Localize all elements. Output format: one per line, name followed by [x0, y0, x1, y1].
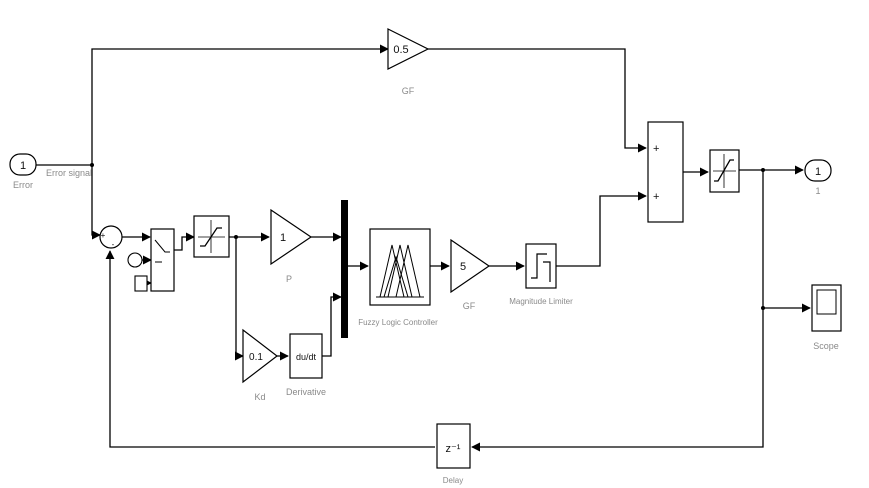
gain-d-label: Kd [254, 392, 265, 402]
wire-top-branch [91, 44, 389, 165]
junction-sat [234, 235, 238, 239]
sum-right-sign-1: + [653, 143, 659, 155]
sum-right-block[interactable]: + + [647, 121, 684, 223]
derivative-label: Derivative [286, 387, 326, 397]
helper-block-b[interactable] [134, 275, 148, 292]
input-port-label: Error [13, 180, 33, 190]
fuzzy-label: Fuzzy Logic Controller [358, 318, 438, 327]
saturation-left-block[interactable] [193, 215, 230, 258]
junction-input [90, 163, 94, 167]
saturation-right-block[interactable] [709, 149, 740, 193]
derivative-value: du/dt [296, 352, 317, 362]
gain-top-block[interactable]: 0.5 GF [387, 28, 430, 96]
wire-to-delay [471, 308, 764, 452]
junction-out [761, 168, 765, 172]
input-port-value: 1 [20, 160, 26, 172]
wire-gf-to-sum [428, 48, 647, 153]
unit-delay-value: z⁻¹ [446, 443, 461, 455]
output-port-block[interactable]: 1 1 [804, 159, 832, 196]
input-port-block[interactable]: 1 Error [9, 153, 37, 190]
gain-p-label: P [286, 274, 292, 284]
sum-right-sign-2: + [653, 191, 659, 203]
error-signal-label: Error signal [46, 168, 92, 178]
gain-d-block[interactable]: 0.1 Kd [242, 328, 278, 402]
wire-to-scope [762, 170, 811, 313]
helper-block-a[interactable] [127, 252, 143, 268]
junction-scope [761, 306, 765, 310]
sum-left-sign-2: - [112, 240, 115, 249]
wire-deriv-to-mux [322, 292, 342, 357]
wires [36, 44, 811, 452]
derivative-block[interactable]: du/dt Derivative [286, 333, 326, 397]
gain-d-value: 0.1 [249, 352, 263, 363]
gain-top-label: GF [402, 86, 415, 96]
magnitude-limiter-block[interactable]: Magnitude Limiter [509, 243, 573, 306]
output-port-value: 1 [815, 166, 821, 178]
gain-p-block[interactable]: 1 P [270, 208, 313, 284]
gain-out-block[interactable]: 5 GF [450, 238, 491, 311]
output-port-label: 1 [815, 186, 820, 196]
fuzzy-controller-block[interactable]: Fuzzy Logic Controller [358, 228, 438, 327]
wire-limiter-to-sum [556, 191, 647, 267]
mux-block[interactable] [341, 200, 348, 338]
wire-feedback [105, 250, 435, 448]
gain-p-value: 1 [280, 232, 286, 244]
gain-top-value: 0.5 [393, 44, 408, 56]
sum-left-block[interactable]: + - [99, 225, 123, 249]
gain-out-label: GF [463, 301, 476, 311]
scope-block[interactable]: Scope [811, 284, 842, 351]
unit-delay-block[interactable]: z⁻¹ Delay [436, 423, 471, 485]
switch-block[interactable] [150, 228, 175, 292]
sum-left-sign-1: + [101, 231, 106, 240]
unit-delay-label: Delay [443, 476, 463, 485]
wire-switch-out [174, 232, 195, 251]
scope-label: Scope [813, 341, 839, 351]
gain-out-value: 5 [460, 261, 466, 273]
wire-to-sum [91, 165, 101, 240]
limiter-label: Magnitude Limiter [509, 297, 573, 306]
wire-to-kd [234, 237, 244, 361]
